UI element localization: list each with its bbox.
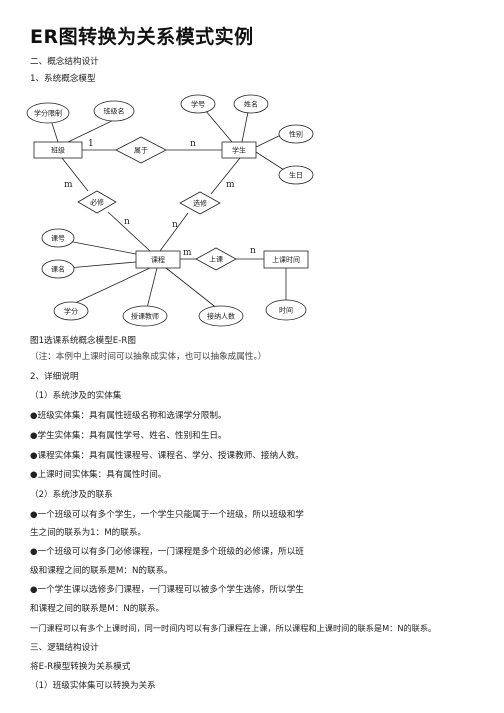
attr-course-no: 课号: [41, 228, 75, 248]
rel-attend: 上课: [195, 247, 237, 271]
paragraph: ●学生实体集：具有属性学号、姓名、性别和生日。: [30, 431, 227, 441]
paragraph: ●一个学生课以选修多门课程，一门课程可以被多个学生选修，所以学生: [30, 585, 304, 595]
rel-attend-label: 上课: [209, 255, 223, 264]
attr-class-name: 班级名: [93, 100, 135, 122]
page-title: ER图转换为关系模式实例: [30, 26, 254, 48]
attr-capacity-label: 接纳人数: [207, 312, 235, 321]
entity-course: 课程: [135, 250, 181, 269]
entity-course-label: 课程: [151, 255, 165, 264]
er-lines: [49, 109, 287, 310]
attr-time: 时间: [265, 299, 307, 321]
paragraph: 生之间的联系为1：M的联系。: [30, 528, 147, 538]
rel-elective-label: 选修: [193, 199, 207, 208]
section-heading: 三、逻辑结构设计: [30, 643, 99, 653]
attr-name: 姓名: [233, 94, 269, 114]
paragraph: 级和课程之间的联系是M：N的联系。: [30, 566, 173, 576]
card-student-elective: m: [226, 180, 235, 190]
paragraph: 和课程之间的联系是M：N的联系。: [30, 604, 165, 614]
rel-belong-label: 属于: [134, 147, 148, 155]
attr-course-name-label: 课名: [51, 265, 65, 274]
attr-birthday: 生日: [278, 165, 314, 185]
attr-time-label: 时间: [279, 306, 293, 315]
entity-class-label: 班级: [51, 146, 65, 155]
attr-student-no: 学号: [180, 94, 216, 114]
card-class-required: m: [64, 180, 73, 190]
attr-credit-limit: 学分限制: [26, 102, 70, 124]
entity-student: 学生: [221, 141, 257, 159]
card-student-belong: n: [190, 139, 196, 149]
attr-course-name: 课名: [41, 259, 75, 279]
paragraph: ●一个班级可以有多门必修课程，一门课程是多个班级的必修课，所以班: [30, 547, 304, 557]
entity-time: 上课时间: [263, 250, 309, 269]
rel-required: 必修: [77, 190, 117, 214]
attr-gender: 性别: [278, 124, 314, 144]
attr-capacity: 接纳人数: [198, 305, 244, 327]
section-heading: 2、详细说明: [30, 372, 79, 382]
paragraph: ●上课时间实体集：具有属性时间。: [30, 470, 167, 480]
paragraph: ●课程实体集：具有属性课程号、课程名、学分、授课教师、接纳人数。: [30, 451, 304, 461]
subsection-heading: （2）系统涉及的联系: [30, 490, 113, 500]
subsection-heading: 1、系统概念模型: [30, 74, 96, 84]
attr-teacher-label: 授课教师: [131, 312, 159, 321]
entity-time-label: 上课时间: [272, 255, 300, 264]
section-heading: 二、概念结构设计: [30, 57, 99, 67]
subsection-heading: （1）班级实体集可以转换为关系: [30, 681, 156, 691]
attr-course-no-label: 课号: [51, 234, 65, 243]
attr-teacher: 授课教师: [122, 305, 168, 327]
figure-caption: 图1选课系统概念模型E-R图: [30, 336, 136, 346]
paragraph: 一门课程可以有多个上课时间，同一时间内可以有多门课程在上课，所以课程和上课时间的…: [30, 623, 437, 633]
attr-credit: 学分: [53, 301, 89, 321]
figure-note: （注：本例中上课时间可以抽象成实体，也可以抽象成属性。）: [30, 352, 267, 362]
rel-belong: 属于: [115, 136, 167, 164]
paragraph: 将E-R模型转换为关系模式: [30, 662, 131, 672]
attr-class-name-label: 班级名: [104, 107, 125, 116]
card-course-required: n: [124, 217, 130, 227]
card-course-attend: m: [183, 248, 192, 258]
rel-required-label: 必修: [90, 198, 104, 207]
paragraph: ●班级实体集：具有属性班级名称和选课学分限制。: [30, 411, 227, 421]
er-diagram: 学分限制 班级名 学号 姓名 性别 生日 课号 课名: [26, 94, 314, 327]
card-time-attend: n: [250, 246, 256, 256]
attr-name-label: 姓名: [244, 100, 258, 109]
entity-class: 班级: [33, 141, 83, 159]
attr-credit-limit-label: 学分限制: [34, 109, 62, 118]
attr-student-no-label: 学号: [191, 100, 205, 109]
rel-elective: 选修: [179, 191, 221, 215]
card-course-elective: n: [172, 220, 178, 230]
card-class-belong: 1: [88, 139, 94, 149]
paragraph: ●一个班级可以有多个学生，一个学生只能属于一个班级，所以班级和学: [30, 510, 304, 520]
attr-gender-label: 性别: [289, 130, 303, 139]
attr-credit-label: 学分: [64, 307, 78, 316]
attr-birthday-label: 生日: [289, 171, 303, 180]
entity-student-label: 学生: [232, 146, 246, 155]
subsection-heading: （1）系统涉及的实体集: [30, 391, 122, 401]
